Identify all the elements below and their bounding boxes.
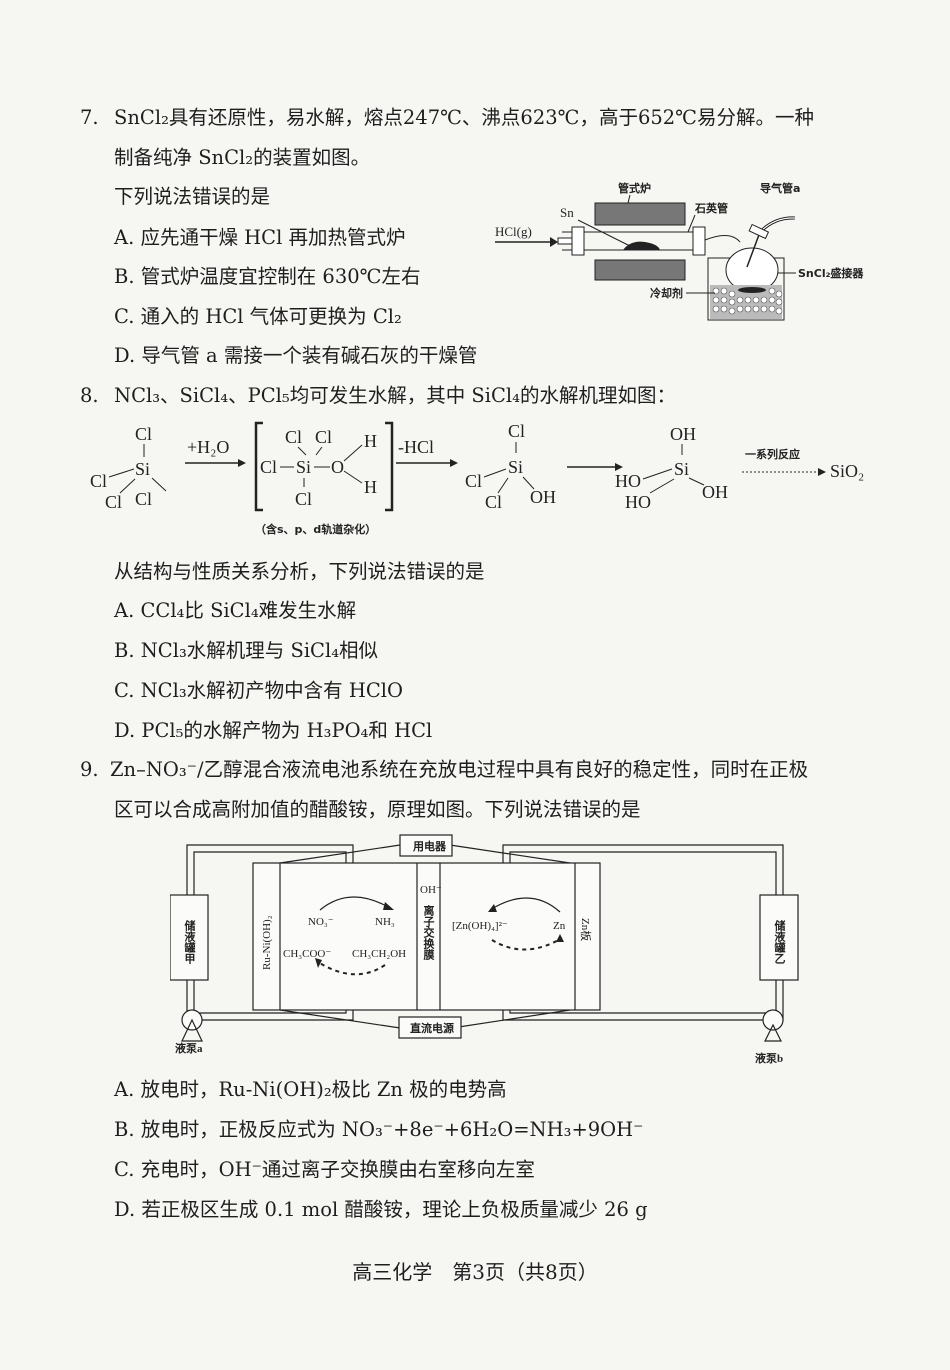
atom-h: H	[364, 431, 377, 451]
membrane-label: 离子交换膜	[422, 904, 435, 961]
group-oh: OH	[702, 482, 728, 502]
furnace-label: 管式炉	[618, 181, 651, 195]
q8-stem: NCl₃、SiCl₄、PCl₅均可发生水解，其中 SiCl₄的水解机理如图：	[114, 384, 676, 407]
coolant-label: 冷却剂	[650, 286, 683, 300]
zincate-label: [Zn(OH)₄]²⁻	[452, 920, 508, 932]
q7-option-c: C. 通入的 HCl 气体可更换为 Cl₂	[114, 305, 402, 328]
atom-cl: Cl	[285, 427, 302, 447]
sn-label: Sn	[560, 205, 574, 220]
atom-cl: Cl	[485, 492, 502, 512]
q8-option-d: D. PCl₅的水解产物为 H₃PO₄和 HCl	[114, 719, 433, 742]
atom-cl: Cl	[465, 471, 482, 491]
group-ho: HO	[625, 492, 651, 512]
left-electrode-label: Ru-Ni(OH)₂	[261, 915, 273, 970]
group-oh: OH	[530, 487, 556, 507]
q7-option-a: A. 应先通干燥 HCl 再加热管式炉	[114, 226, 406, 249]
hybridization-note: （含s、p、d轨道杂化）	[255, 522, 376, 536]
ammonia-label: NH₃	[375, 916, 395, 928]
receiver-label: SnCl₂盛接器	[798, 266, 864, 280]
q8-question: 从结构与性质关系分析，下列说法错误的是	[114, 560, 485, 583]
atom-cl: Cl	[260, 457, 277, 477]
q7-stem-line1: SnCl₂具有还原性，易水解，熔点247℃、沸点623℃，高于652℃易分解。一…	[114, 106, 814, 129]
q7-stem-line2: 制备纯净 SnCl₂的装置如图。	[114, 146, 371, 169]
dc-source-label: 直流电源	[410, 1021, 454, 1035]
zinc-label: Zn	[553, 920, 566, 932]
atom-si: Si	[674, 459, 689, 479]
oh-ion-label: OH⁻	[420, 884, 442, 896]
q9-option-b: B. 放电时，正极反应式为 NO₃⁻+8e⁻+6H₂O=NH₃+9OH⁻	[114, 1118, 644, 1141]
question-7-number: 7.	[80, 106, 99, 129]
product-sio2: SiO₂	[830, 461, 864, 481]
load-label: 用电器	[413, 839, 447, 853]
nitrate-label: NO₃⁻	[308, 916, 334, 928]
atom-cl: Cl	[295, 489, 312, 509]
q9-option-d: D. 若正极区生成 0.1 mol 醋酸铵，理论上负极质量减少 26 g	[114, 1198, 648, 1221]
q7-apparatus-figure: HCl(g) Sn 管式炉 石英管 导气管a SnCl₂盛接器 冷却剂	[495, 181, 864, 321]
right-electrode-label: Zn板	[579, 918, 593, 941]
q9-stem-line2: 区可以合成高附加值的醋酸铵，原理如图。下列说法错误的是	[114, 798, 641, 821]
pump-b-label: 液泵b	[755, 1051, 783, 1065]
hcl-label: HCl(g)	[495, 224, 532, 239]
atom-cl: Cl	[135, 489, 152, 509]
atom-si: Si	[508, 457, 523, 477]
pump-a-label: 液泵a	[175, 1041, 203, 1055]
ethanol-label: CH₃CH₂OH	[352, 948, 406, 960]
atom-o: O	[331, 457, 344, 477]
q8-option-b: B. NCl₃水解机理与 SiCl₄相似	[114, 639, 379, 662]
q7-option-b: B. 管式炉温度宜控制在 630℃左右	[114, 265, 421, 288]
q7-option-d: D. 导气管 a 需接一个装有碱石灰的干燥管	[114, 344, 478, 367]
q8-option-c: C. NCl₃水解初产物中含有 HClO	[114, 679, 404, 702]
series-reaction-label: 一系列反应	[745, 447, 800, 461]
plus-water-label: +H₂O	[187, 437, 229, 457]
q8-mechanism-figure: Cl Si Cl Cl Cl +H₂O Cl Cl Cl Si O H H Cl…	[90, 421, 864, 536]
group-ho: HO	[615, 471, 641, 491]
tank-a-label: 储液罐甲	[183, 919, 197, 965]
atom-si: Si	[135, 459, 150, 479]
acetate-label: CH₃COO⁻	[283, 948, 331, 960]
tank-b-label: 储液罐乙	[773, 919, 787, 965]
q7-question: 下列说法错误的是	[114, 185, 271, 208]
page-footer: 高三化学 第3页（共8页）	[352, 1260, 598, 1284]
q9-option-a: A. 放电时，Ru-Ni(OH)₂极比 Zn 极的电势高	[114, 1078, 507, 1101]
question-8-number: 8.	[80, 384, 99, 407]
atom-cl: Cl	[90, 471, 107, 491]
quartz-tube-label: 石英管	[694, 201, 728, 215]
q8-option-a: A. CCl₄比 SiCl₄难发生水解	[114, 599, 357, 622]
atom-cl: Cl	[135, 424, 152, 444]
atom-h: H	[364, 477, 377, 497]
gas-tube-label: 导气管a	[760, 181, 800, 195]
group-oh: OH	[670, 424, 696, 444]
atom-cl: Cl	[508, 421, 525, 441]
atom-cl: Cl	[315, 427, 332, 447]
minus-hcl-label: -HCl	[398, 437, 434, 457]
q9-option-c: C. 充电时，OH⁻通过离子交换膜由右室移向左室	[114, 1158, 535, 1181]
question-9-number: 9.	[80, 758, 99, 781]
q9-stem-line1: Zn–NO₃⁻/乙醇混合液流电池系统在充放电过程中具有良好的稳定性，同时在正极	[110, 758, 809, 781]
atom-si: Si	[296, 457, 311, 477]
q9-battery-figure: 用电器 直流电源 液泵a 液泵b 储液罐甲 储液罐乙 离子交换膜 OH⁻ NO₃…	[170, 834, 799, 1065]
atom-cl: Cl	[105, 492, 122, 512]
